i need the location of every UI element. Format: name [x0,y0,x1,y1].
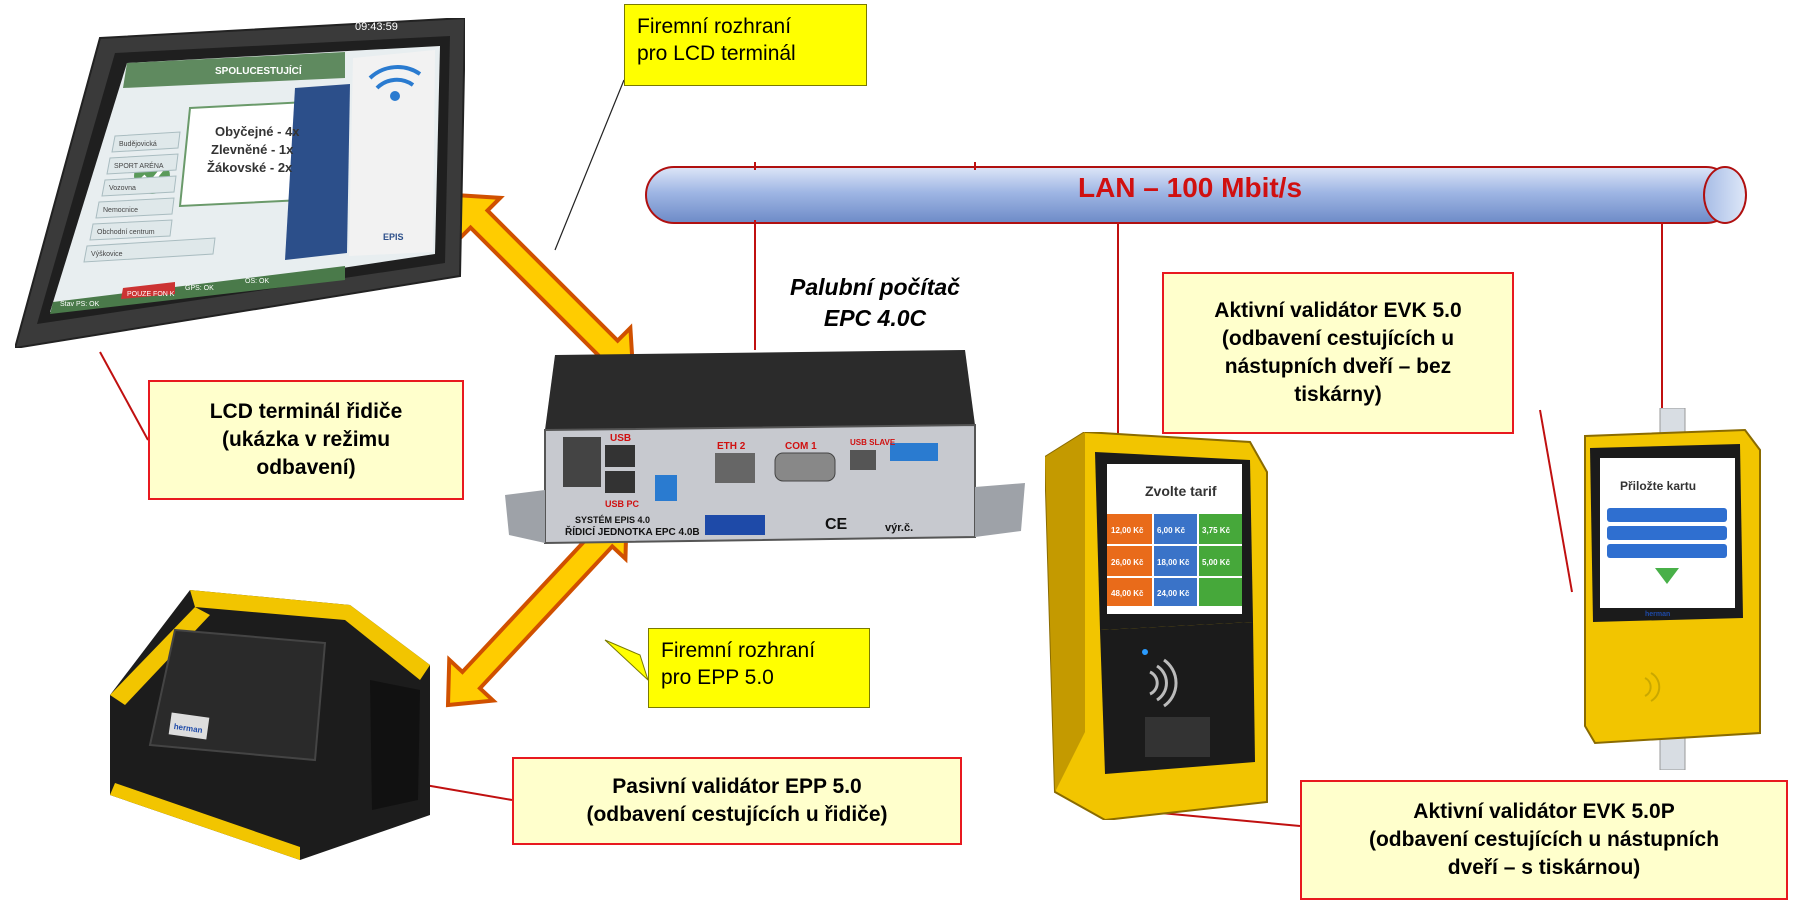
lcd-stop: SPORT ARÉNA [114,161,164,170]
lcd-stop: Obchodní centrum [97,229,155,236]
printer-slot [1145,717,1210,757]
evk50-screen-title: Přiložte kartu [1620,479,1696,493]
callout-line: odbavení) [256,456,356,479]
lcd-brand: EPIS [383,232,404,242]
epc-label-line: Palubní počítač [790,274,960,300]
callout-line: (odbavení cestujících u nástupních [1368,828,1720,851]
lcd-stop: Nemocnice [103,207,138,214]
lcd-fare-line: Žákovské - 2x [207,160,293,175]
leader-evk50p [1149,811,1301,827]
note-lcd-interface: Firemní rozhraní pro LCD terminál [624,4,867,86]
epp-validator: herman [110,590,430,860]
lan-bus [645,166,1735,224]
lcd-fare-line: Obyčejné - 4x [215,124,300,139]
epc-port-label: USB [610,433,631,444]
evk50p-screen-title: Zvolte tarif [1145,483,1217,499]
callout-epp: Pasivní validátor EPP 5.0 (odbavení cest… [512,757,962,845]
lan-bus-end [1703,166,1747,224]
epp-logo [168,712,210,740]
lcd-header: SPOLUCESTUJÍCÍ [215,64,302,77]
leader-lcd [99,351,149,441]
callout-line: Aktivní validátor EVK 5.0P [1413,800,1675,823]
evk50p-price: 26,00 Kč [1111,558,1144,567]
lcd-time: 09:43:59 [355,21,398,33]
epc-port-label: ETH 2 [717,441,746,452]
evk50-brand: herman [1645,611,1670,618]
leader-epp [424,784,513,801]
callout-line: (ukázka v režimu [221,428,391,451]
callout-evk50p: Aktivní validátor EVK 5.0P (odbavení ces… [1300,780,1788,900]
note-pointer-lcd [554,79,625,251]
lcd-stop: Výškovice [91,251,123,258]
note-line: pro EPP 5.0 [661,666,774,689]
usb-port [605,445,635,467]
lcd-stop: Vozovna [109,185,136,192]
callout-line: LCD terminál řidiče [209,400,403,423]
lcd-status: OS: OK [245,278,269,285]
lan-label: LAN – 100 Mbit/s [1077,172,1303,203]
callout-lcd-terminal: LCD terminál řidiče (ukázka v režimu odb… [148,380,464,500]
callout-line: (odbavení cestujících u [1221,327,1455,350]
contactless-icon [1149,658,1178,708]
usb-port [605,471,635,493]
lcd-fare-line: Zlevněné - 1x [211,142,294,157]
epc-port-label: USB SLAVE [850,438,896,447]
evk50p-price: 12,00 Kč [1111,526,1144,535]
note-pointer-epp [604,639,650,682]
lcd-status: Stav PS: OK [60,301,100,308]
epc-port-label: USB PC [605,499,640,509]
contactless-icon [1644,672,1661,702]
evk50-validator: Přiložte kartu herman [1584,408,1761,770]
callout-line: dveří – s tiskárnou) [1447,856,1641,879]
eth-port [715,453,755,483]
lcd-status: POUZE FON K [127,291,175,298]
callout-evk50: Aktivní validátor EVK 5.0 (odbavení cest… [1162,272,1514,434]
epc-serial: výr.č. [885,522,913,534]
note-epp-interface: Firemní rozhraní pro EPP 5.0 [648,628,870,708]
epc-label: Palubní počítač EPC 4.0C [760,272,990,334]
arrow-down-icon [1655,568,1679,584]
note-line: Firemní rozhraní [661,639,816,662]
evk50p-price: 3,75 Kč [1202,526,1231,535]
epp-brand: herman [173,722,203,735]
epc-label-line: EPC 4.0C [823,305,927,331]
lcd-status: GPS: OK [185,285,214,292]
evk50p-price: 5,00 Kč [1202,558,1231,567]
callout-line: tiskárny) [1294,383,1382,406]
callout-line: Pasivní validátor EPP 5.0 [612,775,862,798]
note-line: Firemní rozhraní [637,15,792,38]
epc-unit-label: ŘÍDICÍ JEDNOTKA EPC 4.0B [565,525,700,538]
callout-line: Aktivní validátor EVK 5.0 [1214,299,1462,322]
callout-line: nástupních dveří – bez [1224,355,1452,378]
epc-system: SYSTÉM EPIS 4.0 [575,515,650,525]
evk50p-price: 48,00 Kč [1111,589,1144,598]
evk50p-price: 18,00 Kč [1157,558,1190,567]
evk50p-price: 6,00 Kč [1157,526,1186,535]
leader-evk50 [1539,409,1573,593]
note-line: pro LCD terminál [637,42,796,65]
evk50p-validator: Zvolte tarif 12,00 Kč 6,00 Kč 3,75 Kč 26… [1045,432,1268,820]
callout-line: (odbavení cestujících u řidiče) [586,803,888,826]
evk50p-price: 24,00 Kč [1157,589,1190,598]
epc-unit: USB ETH 2 COM 1 USB SLAVE USB PC SYSTÉM … [505,350,1025,545]
lcd-stop: Budějovická [119,141,157,148]
epc-port-label: COM 1 [785,441,817,452]
wifi-icon [368,65,422,101]
ce-mark: CE [825,516,848,533]
com-port [774,452,836,482]
lcd-terminal: 09:43:59 SPOLUCESTUJÍCÍ Obyčejné - 4x Zl… [15,18,465,348]
